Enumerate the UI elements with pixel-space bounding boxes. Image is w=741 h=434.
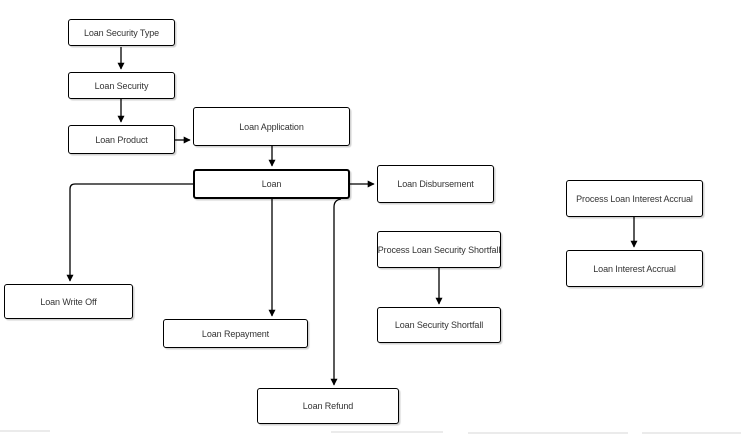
flowchart-node-loan-refund[interactable]: Loan Refund [257, 388, 399, 424]
node-label: Loan Interest Accrual [593, 263, 676, 274]
flowchart-node-loan-security-type[interactable]: Loan Security Type [68, 19, 175, 46]
flowchart-node-loan-security-shortfall[interactable]: Loan Security Shortfall [377, 307, 501, 343]
flowchart-node-loan-security[interactable]: Loan Security [68, 72, 175, 99]
node-label: Loan Disbursement [397, 179, 474, 189]
flowchart-node-loan[interactable]: Loan [193, 169, 350, 199]
node-label: Loan [261, 179, 282, 189]
node-label: Loan Security Shortfall [394, 320, 484, 330]
node-label: Loan Security [94, 80, 149, 91]
flowchart-node-loan-application[interactable]: Loan Application [193, 107, 350, 146]
flowchart-node-process-loan-interest-accrual[interactable]: Process Loan Interest Accrual [566, 180, 703, 217]
node-label: Loan Refund [302, 401, 354, 411]
node-label: Loan Security Type [83, 27, 160, 38]
edge-loan-to-write-off [66, 183, 193, 282]
node-label: Process Loan Security Shortfall [377, 244, 501, 255]
flowchart-node-loan-interest-accrual[interactable]: Loan Interest Accrual [566, 250, 703, 287]
edge-loan-to-refund [330, 198, 342, 386]
node-label: Loan Application [239, 121, 304, 132]
partial-shape-edge [468, 432, 628, 434]
flowchart-node-loan-product[interactable]: Loan Product [68, 125, 175, 154]
node-label: Loan Repayment [201, 328, 270, 339]
partial-shape-edge [0, 430, 50, 432]
flowchart-node-loan-write-off[interactable]: Loan Write Off [4, 284, 133, 319]
flowchart-node-loan-disbursement[interactable]: Loan Disbursement [377, 165, 494, 203]
partial-shape-edge [642, 432, 741, 434]
partial-shape-edge [331, 431, 443, 433]
flowchart-node-loan-repayment[interactable]: Loan Repayment [163, 319, 308, 348]
node-label: Loan Product [95, 134, 148, 145]
node-label: Process Loan Interest Accrual [576, 193, 693, 204]
flowchart-node-process-loan-security-shortfall[interactable]: Process Loan Security Shortfall [377, 231, 501, 268]
node-label: Loan Write Off [40, 296, 97, 307]
